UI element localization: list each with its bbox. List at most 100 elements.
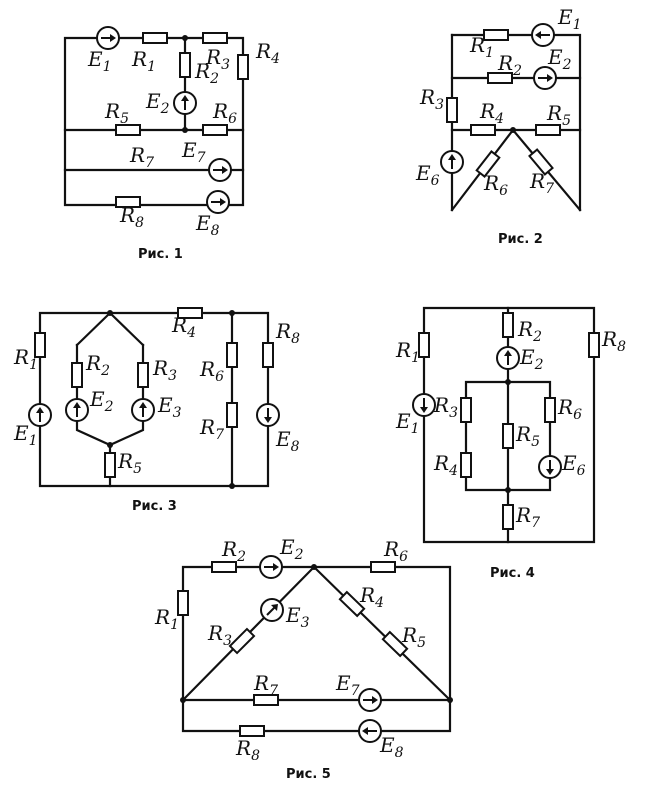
- label-e2: E2: [89, 387, 114, 415]
- figure-2: R1 E1 R2 E2 R3 R4 R5 E6 R6 R7 Рис. 2: [415, 5, 582, 247]
- label-r2: R2: [221, 537, 246, 565]
- label-e2: E2: [145, 89, 170, 117]
- label-r4: R4: [171, 313, 196, 341]
- label-r7: R7: [529, 169, 554, 197]
- label-r8: R8: [235, 736, 260, 764]
- fig3-r1-resistor: [34, 332, 46, 358]
- fig4-r5-resistor: [502, 423, 514, 449]
- fig1-e2-source: [173, 91, 197, 115]
- fig4-r1-resistor: [418, 332, 430, 358]
- label-e7: E7: [335, 671, 360, 699]
- fig3-r2-resistor: [71, 362, 83, 388]
- label-e3: E3: [285, 603, 310, 631]
- fig1-r4-resistor: [237, 54, 249, 80]
- label-e8: E8: [275, 427, 300, 455]
- label-r1: R1: [154, 605, 179, 633]
- fig4-e2-source: [496, 346, 520, 370]
- fig4-r3-resistor: [460, 397, 472, 423]
- fig4-r6-resistor: [544, 397, 556, 423]
- label-e1: E1: [395, 409, 420, 437]
- label-r8: R8: [119, 203, 144, 231]
- fig3-r8-resistor: [262, 342, 274, 368]
- label-r5: R5: [117, 449, 142, 477]
- fig3-r5-resistor: [104, 452, 116, 478]
- fig1-r3-resistor: [202, 32, 228, 44]
- fig5-e2-source: [259, 555, 283, 579]
- label-e1: E1: [87, 47, 112, 75]
- label-r6: R6: [483, 171, 508, 199]
- figure-3: R1 E1 R4 R2 E2 R3 E3 R5 R6 R7 R8 E8 Рис.…: [13, 307, 300, 514]
- fig2-e6-source: [440, 150, 464, 174]
- label-r3: R3: [419, 85, 444, 113]
- fig1-e7-source: [208, 158, 232, 182]
- fig3-e3-source: [131, 398, 155, 422]
- label-r2: R2: [85, 351, 110, 379]
- label-r8: R8: [275, 319, 300, 347]
- fig5-r5-resistor: [381, 630, 409, 658]
- fig5-r1-resistor: [177, 590, 189, 616]
- fig2-caption: Рис. 2: [498, 232, 543, 247]
- label-r2: R2: [194, 59, 219, 87]
- label-e1: E1: [557, 5, 582, 33]
- fig2-r3-resistor: [446, 97, 458, 123]
- fig2-r4-resistor: [470, 124, 496, 136]
- label-e2: E2: [279, 535, 304, 563]
- fig3-e2-source: [65, 398, 89, 422]
- fig1-e8-source: [206, 190, 230, 214]
- fig5-r2-resistor: [211, 561, 237, 573]
- fig1-r1-resistor: [142, 32, 168, 44]
- fig4-e1-source: [412, 393, 436, 417]
- fig3-r3-resistor: [137, 362, 149, 388]
- fig1-caption: Рис. 1: [138, 247, 183, 262]
- label-r4: R4: [359, 583, 384, 611]
- label-e3: E3: [157, 393, 182, 421]
- fig5-e3-source: [260, 598, 284, 622]
- label-e6: E6: [561, 451, 586, 479]
- label-r6: R6: [212, 99, 237, 127]
- label-r3: R3: [205, 45, 230, 73]
- fig2-e1-source: [531, 23, 555, 47]
- fig5-r6-resistor: [370, 561, 396, 573]
- label-r3: R3: [207, 621, 232, 649]
- figure-5: R1 R2 E2 R6 R3 E3 R4 R5 R7 E7 R8 E8 Рис.…: [154, 535, 453, 782]
- label-r5: R5: [104, 99, 129, 127]
- label-r1: R1: [131, 47, 156, 75]
- fig2-r7-resistor: [528, 148, 554, 176]
- label-e1: E1: [13, 421, 38, 449]
- fig4-e6-source: [538, 455, 562, 479]
- fig2-r5-resistor: [535, 124, 561, 136]
- label-e8: E8: [195, 211, 220, 239]
- label-r7: R7: [129, 143, 154, 171]
- fig3-r7-resistor: [226, 402, 238, 428]
- label-r7: R7: [253, 671, 278, 699]
- figure-1: E1 R1 R3 R4 R2 E2 R5 R6 R7 E7 R8 E8 Рис.…: [63, 26, 280, 262]
- fig5-r8-resistor: [239, 725, 265, 737]
- label-r4: R4: [479, 99, 504, 127]
- fig2-r1-resistor: [483, 29, 509, 41]
- fig1-r2-resistor: [179, 52, 191, 78]
- label-r7: R7: [515, 503, 540, 531]
- fig2-r6-resistor: [475, 150, 501, 178]
- label-r2: R2: [517, 317, 542, 345]
- label-r6: R6: [383, 537, 408, 565]
- fig4-r8-resistor: [588, 332, 600, 358]
- label-r4: R4: [433, 451, 458, 479]
- label-r2: R2: [497, 51, 522, 79]
- label-r6: R6: [557, 395, 582, 423]
- label-r4: R4: [255, 39, 280, 67]
- label-r1: R1: [469, 33, 494, 61]
- label-r5: R5: [401, 623, 426, 651]
- fig5-e8-source: [358, 719, 382, 743]
- fig4-caption: Рис. 4: [490, 566, 535, 581]
- label-r7: R7: [199, 415, 224, 443]
- label-r1: R1: [13, 345, 38, 373]
- fig5-e7-source: [358, 688, 382, 712]
- label-r5: R5: [546, 101, 571, 129]
- fig5-r4-resistor: [338, 590, 366, 618]
- fig3-r6-resistor: [226, 342, 238, 368]
- fig3-e8-source: [256, 403, 280, 427]
- fig5-r3-resistor: [228, 627, 256, 655]
- fig4-r2-resistor: [502, 312, 514, 338]
- label-r3: R3: [433, 393, 458, 421]
